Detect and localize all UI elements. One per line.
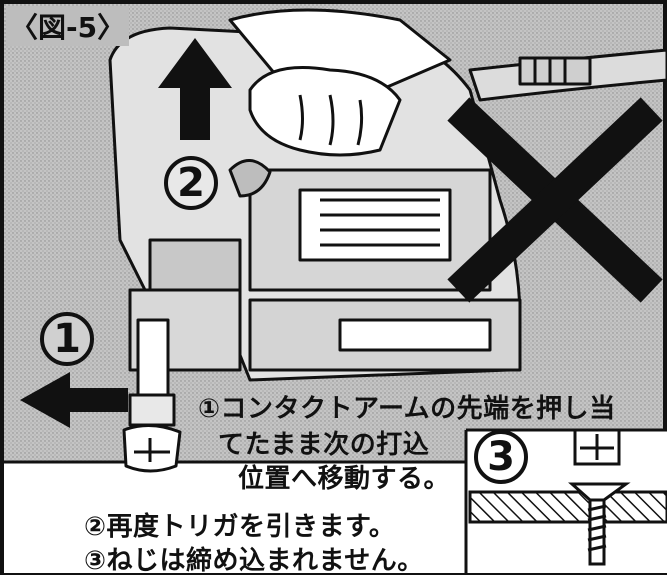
step-3-marker: 3 [474,430,528,484]
up-arrow-icon [158,38,232,140]
note-2: ②再度トリガを引きます。 [84,512,396,542]
note-3: ③ねじは締め込まれません。 [84,546,424,576]
note-1-line-3: 位置へ移動する。 [238,464,451,494]
step-2-marker: 2 [164,156,218,210]
figure-label: 〈図-5〉 [6,6,130,46]
screw-icon [468,428,667,566]
cross-icon [447,97,663,303]
left-arrow-icon [20,372,128,428]
step-1-marker: 1 [40,312,94,366]
note-1-line-2: てたまま次の打込 [218,430,430,460]
screwdriver-tool [108,8,667,473]
note-1-line-1: ①コンタクトアームの先端を押し当 [198,394,616,424]
